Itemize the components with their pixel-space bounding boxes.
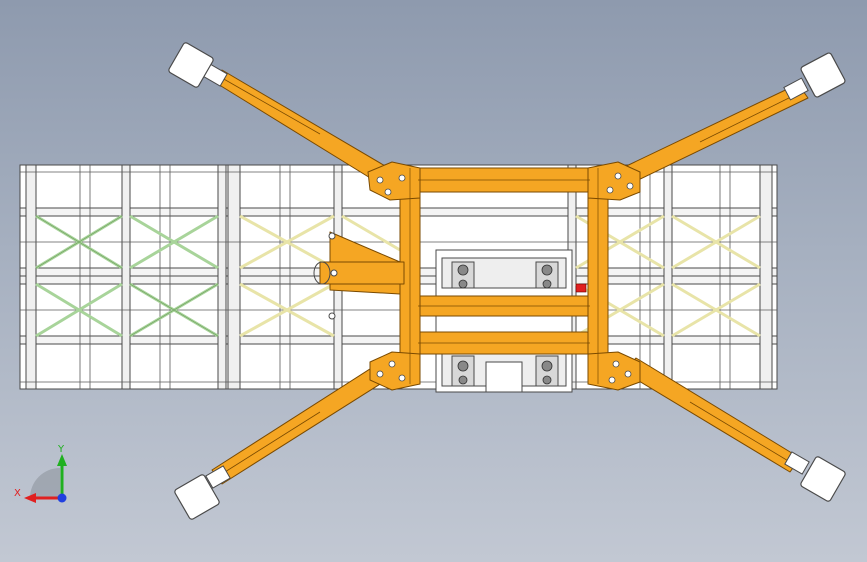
x-axis-label: X bbox=[14, 488, 21, 499]
center-counterweight bbox=[485, 361, 523, 393]
red-marker bbox=[575, 283, 587, 293]
y-axis-label: Y bbox=[57, 444, 65, 455]
hitch-details bbox=[313, 232, 338, 320]
pivot-pins bbox=[376, 172, 634, 384]
gusset-top-left bbox=[367, 161, 421, 201]
pad-top-left bbox=[168, 42, 214, 88]
gusset-top-right bbox=[587, 161, 641, 201]
frame-chord-top bbox=[19, 207, 778, 217]
boom-cylinder-lines bbox=[214, 73, 804, 478]
gusset-bottom-right bbox=[587, 351, 641, 391]
frame-chord-bottom bbox=[19, 335, 778, 345]
triad-plane bbox=[30, 468, 60, 498]
carriage-rollers bbox=[457, 264, 553, 385]
outrigger-pads bbox=[168, 42, 846, 520]
frame-panel-posts bbox=[25, 164, 773, 390]
bracing-left-outline bbox=[35, 215, 219, 337]
pad-bottom-left bbox=[174, 474, 220, 520]
gusset-bottom-left bbox=[369, 351, 421, 391]
hitch-bar bbox=[319, 261, 405, 285]
pad-top-right bbox=[800, 52, 846, 98]
axis-triad: Y X bbox=[14, 444, 67, 503]
pad-bottom-right bbox=[800, 456, 846, 502]
turret-inner-lines bbox=[409, 168, 599, 384]
z-axis-dot bbox=[57, 493, 67, 503]
